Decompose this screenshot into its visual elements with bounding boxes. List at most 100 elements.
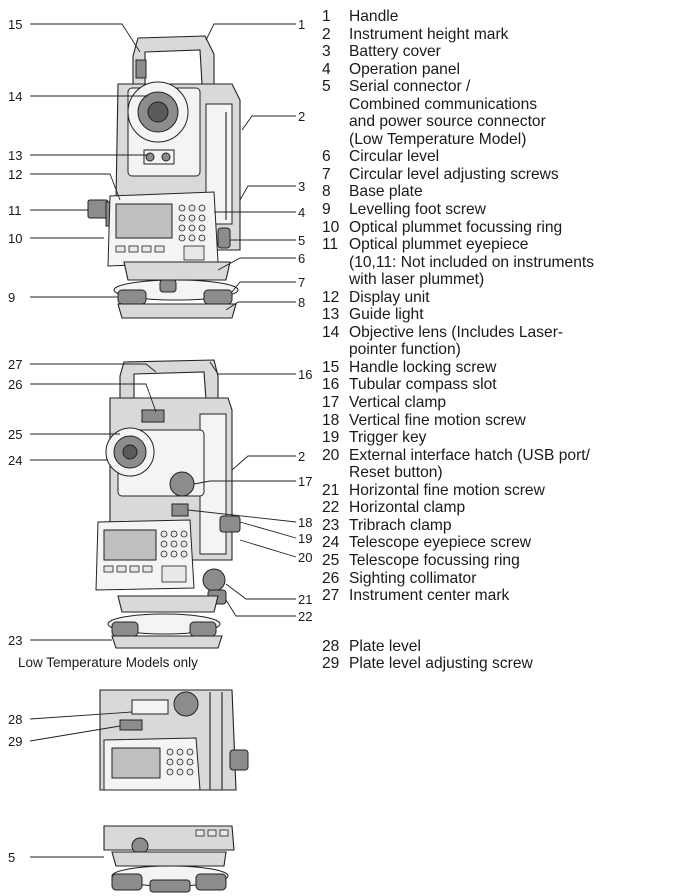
callout-numbers: 15 1 14 2 13 12 3 11 4 10 5 6 9 7 8 27 1… — [8, 17, 312, 865]
legend-item: 1 Handle — [322, 8, 676, 26]
legend-item: 14 Objective lens (Includes Laser- pointe… — [322, 324, 676, 359]
legend-number: 11 — [322, 236, 339, 254]
callout-5: 5 — [298, 233, 305, 248]
lowtemp-caption: Low Temperature Models only — [18, 655, 198, 670]
legend-text: Optical plummet focussing ring — [349, 218, 563, 236]
legend-text: Display unit — [349, 288, 430, 306]
legend-item: 3 Battery cover — [322, 43, 676, 61]
callout-24: 24 — [8, 453, 22, 468]
callout-4: 4 — [298, 205, 305, 220]
callout-12: 12 — [8, 167, 22, 182]
callout-2b: 2 — [298, 449, 305, 464]
legend-number: 21 — [322, 481, 340, 499]
callout-11: 11 — [8, 203, 22, 218]
callout-29: 29 — [8, 734, 22, 749]
legend-text: Guide light — [349, 306, 424, 324]
callout-5b: 5 — [8, 850, 15, 865]
legend-text: Objective lens (Includes Laser- pointer … — [349, 323, 564, 359]
legend-number: 20 — [322, 446, 340, 464]
legend-number: 26 — [322, 569, 340, 587]
callout-16: 16 — [298, 367, 312, 382]
lowtemp-top-illustration — [99, 689, 249, 791]
legend-text: Circular level adjusting screws — [349, 165, 559, 183]
legend-text: Optical plummet eyepiece (10,11: Not inc… — [349, 236, 595, 289]
legend-number: 13 — [322, 306, 340, 324]
callout-6: 6 — [298, 251, 305, 266]
legend-item: 23 Tribrach clamp — [322, 517, 676, 535]
callout-26: 26 — [8, 377, 22, 392]
legend-text: Circular level — [349, 148, 440, 166]
callout-3: 3 — [298, 179, 305, 194]
callout-2: 2 — [298, 109, 305, 124]
legend-text: Sighting collimator — [349, 569, 477, 587]
legend-number: 8 — [322, 183, 331, 201]
legend-text: Plate level — [349, 637, 421, 655]
callout-18: 18 — [298, 515, 312, 530]
legend-number: 16 — [322, 376, 340, 394]
callout-19: 19 — [298, 531, 312, 546]
lowtemp-bottom-illustration — [103, 825, 235, 893]
callout-23: 23 — [8, 633, 22, 648]
legend-item: 28 Plate level — [322, 638, 676, 656]
legend-number: 19 — [322, 429, 340, 447]
leader-lines — [29, 23, 297, 858]
legend-number: 12 — [322, 288, 340, 306]
legend-number: 24 — [322, 534, 340, 552]
callout-28: 28 — [8, 712, 22, 727]
callout-13: 13 — [8, 148, 22, 163]
legend-item: 12 Display unit — [322, 289, 676, 307]
legend-item: 7 Circular level adjusting screws — [322, 166, 676, 184]
legend-number: 15 — [322, 358, 340, 376]
legend-text: Operation panel — [349, 60, 460, 78]
legend-text: Battery cover — [349, 43, 441, 61]
legend-item: 6 Circular level — [322, 148, 676, 166]
callout-9: 9 — [8, 290, 15, 305]
legend-item: 13 Guide light — [322, 306, 676, 324]
legend-text: Tribrach clamp — [349, 516, 452, 534]
legend-item: 4 Operation panel — [322, 61, 676, 79]
callout-25: 25 — [8, 427, 22, 442]
legend-text: Horizontal fine motion screw — [349, 481, 545, 499]
legend-number: 4 — [322, 60, 331, 78]
legend-number: 7 — [322, 165, 331, 183]
legend-number: 1 — [322, 8, 331, 25]
callout-8: 8 — [298, 295, 305, 310]
legend-text: Trigger key — [349, 429, 427, 447]
legend-text: Vertical clamp — [349, 394, 447, 412]
legend-number: 22 — [322, 499, 340, 517]
legend-text: Instrument height mark — [349, 25, 509, 43]
legend-text: Plate level adjusting screw — [349, 655, 533, 673]
callout-22: 22 — [298, 609, 312, 624]
legend-item: 27 Instrument center mark — [322, 587, 676, 605]
legend-number: 28 — [322, 637, 340, 655]
legend-text: Serial connector / Combined communicatio… — [349, 78, 546, 148]
legend-number: 27 — [322, 587, 340, 605]
callout-10: 10 — [8, 231, 22, 246]
legend-text: Instrument center mark — [349, 587, 510, 605]
legend-number: 25 — [322, 551, 340, 569]
front-view-illustration — [87, 35, 241, 319]
legend-number: 3 — [322, 43, 331, 61]
legend-item: 19 Trigger key — [322, 429, 676, 447]
callout-17: 17 — [298, 474, 312, 489]
callout-7: 7 — [298, 275, 305, 290]
legend-item: 10 Optical plummet focussing ring — [322, 219, 676, 237]
legend-number: 9 — [322, 201, 331, 219]
legend-number: 6 — [322, 148, 331, 166]
callout-27: 27 — [8, 357, 22, 372]
legend-text: Handle — [349, 8, 399, 25]
legend-number: 14 — [322, 323, 340, 341]
legend-item: 26 Sighting collimator — [322, 570, 676, 588]
legend-number: 10 — [322, 218, 340, 236]
legend-text: Vertical fine motion screw — [349, 411, 526, 429]
legend-number: 23 — [322, 516, 340, 534]
